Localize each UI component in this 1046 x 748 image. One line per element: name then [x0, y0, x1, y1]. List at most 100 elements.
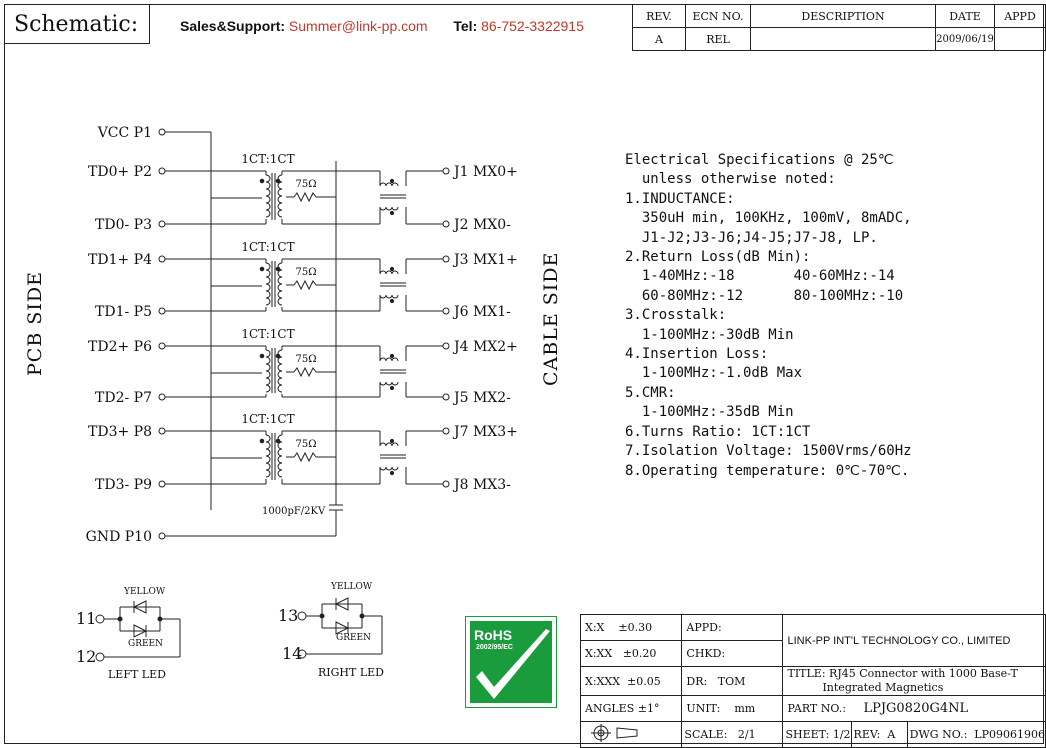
- led-right-pin-top: 13: [278, 606, 299, 625]
- sales-label: Sales&Support:: [180, 18, 286, 34]
- title-block: X:X ±0.30 APPD: LINK-PP INT'L TECHNOLOGY…: [579, 614, 1046, 748]
- dr-label: DR:: [686, 674, 708, 688]
- led-right-pin-bottom: 14: [282, 644, 303, 663]
- resistor: [293, 366, 317, 378]
- pin-terminal: [442, 427, 450, 435]
- pcb-side-label: PCB SIDE: [24, 271, 46, 376]
- chkd-label: CHKD:: [681, 640, 784, 667]
- coil-turn: [277, 455, 283, 464]
- pin-terminal: [158, 342, 166, 350]
- led-left-pin-bottom: 12: [76, 647, 97, 666]
- choke-turn: [391, 270, 399, 275]
- appd-value: [994, 27, 1046, 51]
- polarity-dot: [389, 470, 395, 476]
- pin-label-left: VCC P1: [97, 125, 152, 141]
- polarity-dot: [275, 438, 281, 444]
- spec-line: 2.Return Loss(dB Min):: [625, 249, 811, 266]
- spec-line: J1-J2;J3-J6;J4-J5;J7-J8, LP.: [625, 229, 878, 246]
- polarity-dot: [389, 266, 395, 272]
- junction-dot: [117, 616, 123, 622]
- pin-label-right: J4 MX2+: [452, 339, 518, 355]
- polarity-dot: [389, 353, 395, 359]
- sheet-label: SHEET:: [785, 728, 830, 741]
- sheet-value: 1/2: [832, 728, 851, 741]
- resistor: [293, 191, 317, 203]
- choke-turn: [385, 466, 393, 471]
- coil-turn: [277, 377, 283, 386]
- choke-turn: [391, 294, 399, 299]
- pin-label-left: TD1+ P4: [88, 252, 152, 268]
- resistor: [293, 451, 317, 463]
- led-diode-yellow: [334, 597, 349, 611]
- coil-turn: [277, 297, 283, 306]
- page-title: Schematic:: [14, 12, 139, 37]
- coil-turn: [265, 441, 271, 450]
- coil-turn: [265, 290, 271, 299]
- title-line2: Integrated Magnetics: [822, 681, 944, 694]
- pin-label-right: J3 MX1+: [452, 252, 518, 268]
- part-value: LPJG0820G4NL: [863, 701, 969, 716]
- pin-label-right: J7 MX3+: [452, 424, 518, 440]
- choke-turn: [385, 381, 393, 386]
- rohs-sub: 2002/95/EC: [476, 644, 513, 651]
- pin-terminal: [442, 307, 450, 315]
- turns-ratio-label: 1CT:1CT: [241, 240, 294, 254]
- spec-line: Electrical Specifications @ 25℃: [625, 152, 894, 168]
- pin-terminal: [158, 167, 166, 175]
- coil-turn: [277, 195, 283, 204]
- pin-terminal: [442, 220, 450, 228]
- dwg-value: LP09061906: [974, 728, 1045, 741]
- electrical-specs: Electrical Specifications @ 25℃ unless o…: [625, 151, 912, 481]
- spec-line: 1.INDUCTANCE:: [625, 190, 735, 207]
- choke-turn: [379, 357, 387, 362]
- junction-dot: [359, 613, 365, 619]
- polarity-dot: [275, 266, 281, 272]
- pin-label-left: TD2+ P6: [88, 339, 152, 355]
- choke-turn: [385, 270, 393, 275]
- pin-terminal: [158, 480, 166, 488]
- choke-turn: [391, 442, 399, 447]
- spec-line: 1-40MHz:-18 40-60MHz:-14: [625, 268, 895, 285]
- coil-turn: [265, 469, 271, 478]
- coil-turn: [265, 297, 271, 306]
- coil-turn: [277, 448, 283, 457]
- polarity-dot: [275, 353, 281, 359]
- coil-turn: [265, 363, 271, 372]
- polarity-dot: [259, 178, 265, 184]
- choke-turn: [379, 206, 387, 211]
- polarity-dot: [259, 266, 265, 272]
- pin-terminal: [158, 427, 166, 435]
- coil-turn: [265, 462, 271, 471]
- capacitor-label: 1000pF/2KV: [262, 506, 326, 517]
- pin-label-right: J2 MX0-: [452, 217, 511, 233]
- choke-turn: [385, 206, 393, 211]
- pin-terminal: [158, 255, 166, 263]
- pin-terminal: [158, 220, 166, 228]
- led-pin-terminal: [95, 652, 105, 662]
- spec-line: 3.Crosstalk:: [625, 307, 727, 324]
- choke-turn: [391, 381, 399, 386]
- turns-ratio-label: 1CT:1CT: [241, 327, 294, 341]
- spec-line: 4.Insertion Loss:: [625, 346, 769, 363]
- spec-line: 8.Operating temperature: 0℃-70℃.: [625, 462, 910, 479]
- led-right-yellow-label: YELLOW: [331, 582, 373, 592]
- coil-turn: [265, 276, 271, 285]
- spec-line: 60-80MHz:-12 80-100MHz:-10: [625, 287, 904, 304]
- rohs-label: RoHS: [474, 627, 513, 643]
- dwg-label: DWG NO.:: [909, 728, 968, 741]
- resistor-label: 75Ω: [295, 354, 316, 365]
- resistor-label: 75Ω: [295, 439, 316, 450]
- choke-turn: [379, 442, 387, 447]
- coil-turn: [277, 370, 283, 379]
- coil-turn: [277, 283, 283, 292]
- choke-turn: [385, 294, 393, 299]
- revision-table: REV. ECN NO. DESCRIPTION DATE APPD A REL…: [632, 4, 1046, 51]
- turns-ratio-label: 1CT:1CT: [241, 152, 294, 166]
- projection-symbol-icon: [591, 724, 638, 742]
- pin-label-right: J5 MX2-: [452, 390, 511, 406]
- pin-terminal: [158, 128, 166, 136]
- tol1-value: ±0.30: [618, 621, 653, 634]
- sales-email[interactable]: Summer@link-pp.com: [288, 18, 428, 34]
- rev-label: REV:: [853, 728, 881, 741]
